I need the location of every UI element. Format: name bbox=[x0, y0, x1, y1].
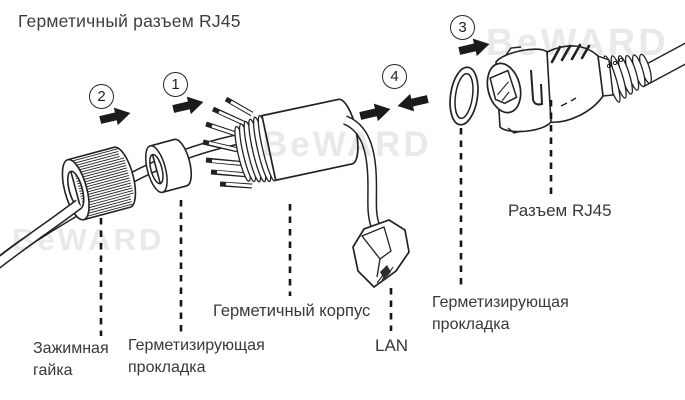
assembly-arrows bbox=[99, 38, 490, 126]
label-sealing-gasket-right: Герметизирующая прокладка bbox=[432, 294, 569, 334]
plug-latch bbox=[360, 226, 392, 260]
beward-watermark: BeWARD bbox=[12, 222, 165, 257]
label-clamping-nut: Зажимная гайка bbox=[33, 340, 109, 380]
clamping-nut bbox=[61, 146, 137, 221]
label-lan: LAN bbox=[375, 336, 409, 355]
beward-watermark: BeWARD bbox=[262, 125, 432, 164]
lan-plug bbox=[352, 219, 410, 289]
beward-watermark: BeWARD bbox=[486, 22, 669, 64]
arrow-step-4-left bbox=[359, 103, 391, 122]
arrow-step-2 bbox=[99, 107, 131, 126]
arrow-step-3 bbox=[458, 38, 490, 57]
step-badge-1: 1 bbox=[163, 72, 188, 97]
socket-vent-ribs bbox=[550, 43, 591, 64]
sealing-gasket-ring bbox=[144, 138, 193, 194]
plug-contact-slot bbox=[380, 265, 391, 279]
lan-cable bbox=[342, 115, 381, 230]
thread-collar bbox=[234, 114, 277, 183]
bayonet-slot bbox=[530, 69, 544, 106]
knurling-hatch bbox=[71, 148, 134, 217]
label-rj45-connector: Разъем RJ45 bbox=[508, 201, 612, 220]
socket-front-face bbox=[486, 62, 522, 114]
arrow-step-4-right bbox=[397, 93, 429, 112]
o-ring-gasket bbox=[449, 66, 479, 126]
arrow-step-1 bbox=[172, 96, 204, 115]
socket-body bbox=[546, 45, 604, 123]
cable-front-segment bbox=[0, 199, 83, 269]
diagram-title: Герметичный разъем RJ45 bbox=[18, 11, 241, 31]
leader-lines bbox=[99, 100, 553, 336]
rj45-socket bbox=[486, 42, 685, 134]
step-badge-3: 3 bbox=[450, 15, 475, 40]
label-sealing-gasket-left: Герметизирующая прокладка bbox=[128, 337, 265, 377]
step-badge-2: 2 bbox=[89, 84, 114, 109]
step-badge-4: 4 bbox=[382, 64, 407, 89]
label-hermetic-body: Герметичный корпус bbox=[213, 302, 371, 320]
